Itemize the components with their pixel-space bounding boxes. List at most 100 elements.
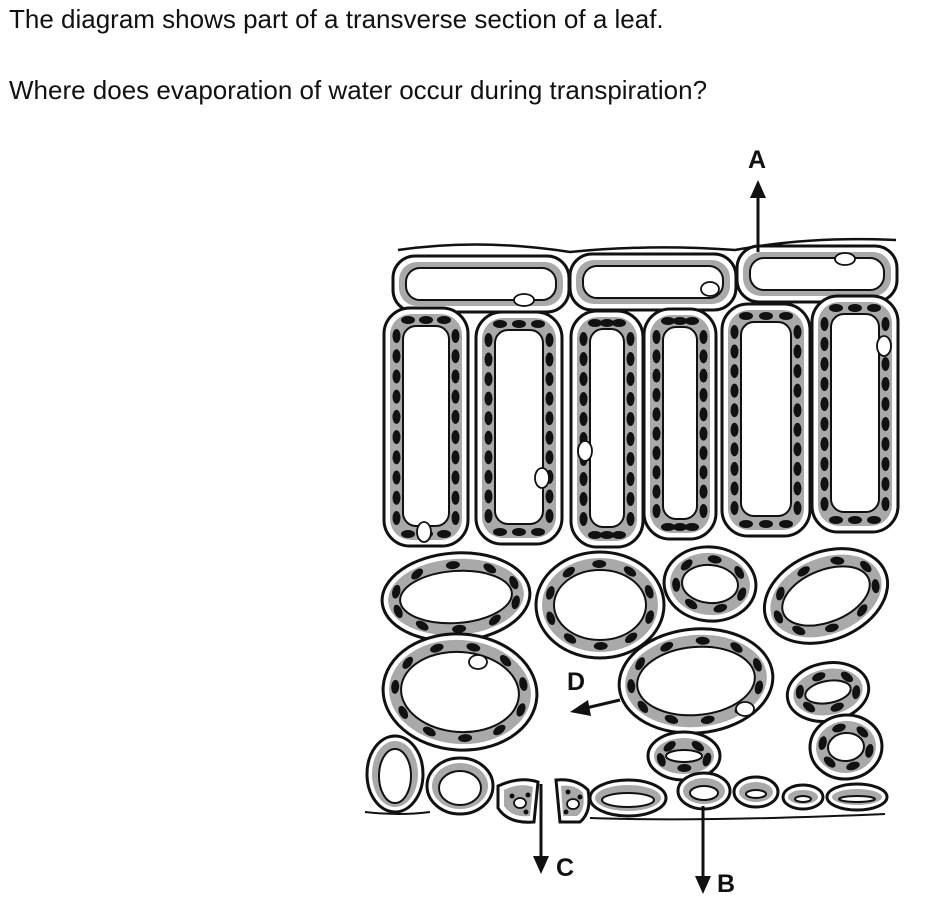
nucleus [416, 521, 432, 543]
chloroplast [881, 397, 890, 411]
chloroplast [626, 352, 635, 366]
chloroplast [626, 492, 635, 506]
chloroplast [691, 741, 704, 752]
chloroplast [793, 364, 802, 379]
chloroplast [579, 372, 588, 386]
chloroplast [739, 312, 753, 320]
chloroplast [545, 352, 554, 367]
lower-epidermis-cell [676, 771, 732, 811]
chloroplast [730, 325, 739, 339]
chloroplast [600, 319, 614, 327]
chloroplast [626, 432, 635, 446]
chloroplast [730, 422, 739, 437]
chloroplast [730, 383, 739, 398]
chloroplast [579, 352, 588, 366]
nucleus [468, 654, 488, 670]
chloroplast [820, 317, 829, 331]
chloroplast [458, 734, 473, 743]
chloroplast [511, 595, 520, 610]
chloroplast [673, 523, 687, 531]
chloroplast [860, 560, 872, 573]
epidermis-cell [568, 252, 738, 312]
chloroplast [652, 504, 661, 518]
chloroplast [392, 490, 401, 505]
chloroplast [699, 407, 708, 422]
arrow-b [695, 806, 711, 894]
chloroplast [734, 566, 745, 579]
chloroplast [857, 604, 868, 617]
chloroplast [392, 584, 401, 599]
chloroplast [820, 437, 829, 451]
chloroplast [652, 446, 661, 460]
chloroplast [730, 403, 739, 418]
chloroplast [820, 357, 829, 371]
chloroplast [820, 397, 829, 411]
chloroplast [820, 337, 829, 351]
arrow-d [570, 698, 621, 716]
chloroplast [392, 369, 401, 384]
chloroplast [579, 492, 588, 506]
chloroplast [793, 383, 802, 398]
arrow-c [533, 784, 549, 874]
chloroplast [392, 450, 401, 465]
chloroplast [545, 391, 554, 406]
chloroplast [773, 610, 784, 624]
chloroplast [680, 559, 693, 571]
chloroplast [829, 304, 843, 312]
chloroplast [881, 357, 890, 371]
chloroplast [398, 705, 409, 719]
chloroplast [493, 320, 507, 328]
chloroplast [699, 330, 708, 344]
chloroplast [392, 430, 401, 445]
chloroplast [445, 561, 460, 570]
chloroplast [846, 761, 860, 771]
chloroplast [793, 325, 802, 339]
chloroplast [637, 700, 649, 713]
chloroplast [707, 555, 722, 564]
chloroplast [612, 319, 626, 327]
chloroplast [677, 763, 692, 772]
chloroplast [451, 349, 460, 364]
chloroplast [626, 332, 635, 346]
chloroplast [699, 426, 708, 441]
chloroplast [754, 680, 764, 695]
chloroplast [660, 641, 674, 652]
chloroplast [656, 753, 666, 767]
chloroplast [493, 528, 507, 536]
chloroplast [793, 481, 802, 496]
spongy-cell [380, 551, 532, 643]
chloroplast [867, 516, 881, 524]
chloroplast [401, 530, 415, 538]
chloroplast [627, 679, 636, 694]
chloroplast [652, 330, 661, 344]
nucleus [876, 335, 892, 357]
chloroplast [579, 332, 588, 346]
chloroplast [699, 446, 708, 460]
upper-epidermis [391, 244, 899, 314]
chloroplast [792, 625, 806, 636]
chloroplast [484, 411, 493, 426]
chloroplast [484, 391, 493, 406]
palisade-layer [382, 294, 900, 549]
palisade-cell [382, 306, 470, 548]
chloroplast [840, 671, 854, 683]
chloroplast [612, 531, 626, 539]
arrow-a [750, 180, 766, 252]
chloroplast [881, 437, 890, 451]
chloroplast [663, 741, 676, 752]
lower-epidermis-cell [732, 775, 780, 809]
chloroplast [776, 586, 785, 601]
chloroplast [545, 333, 554, 347]
chloroplast [852, 685, 861, 700]
chloroplast [779, 312, 793, 320]
chloroplast [685, 523, 699, 531]
chloroplast [488, 614, 501, 626]
chloroplast [793, 442, 802, 457]
spongy-cell [381, 632, 539, 752]
chloroplast [451, 389, 460, 404]
epidermis-cell [391, 254, 571, 314]
chloroplast [451, 470, 460, 485]
chloroplast [730, 642, 743, 653]
chloroplast [493, 724, 506, 736]
chloroplast [437, 530, 451, 538]
